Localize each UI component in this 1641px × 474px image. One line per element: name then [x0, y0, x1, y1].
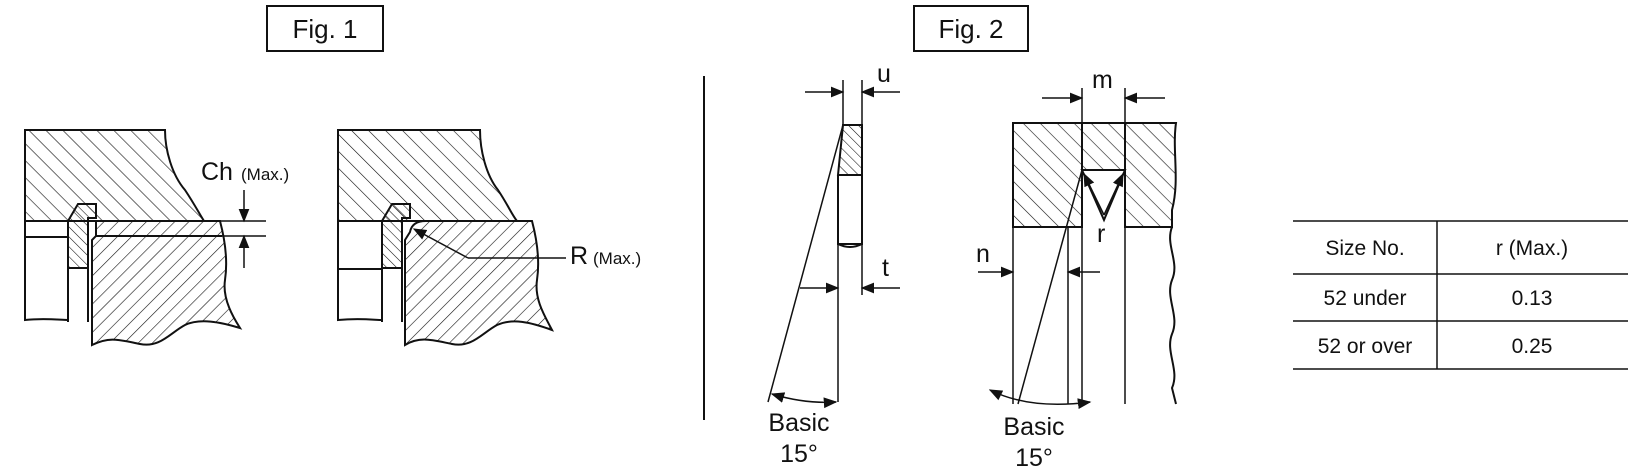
fig1-r-label: R: [570, 242, 588, 270]
fig2-u-dimension: [805, 80, 900, 125]
fig1-r-note: (Max.): [593, 249, 641, 268]
fig2-groove-section: [1012, 122, 1178, 405]
fig2-t-dimension: [800, 244, 900, 295]
fig2-angle-right-value: 15°: [1015, 444, 1053, 469]
fig2-angle-left: [770, 392, 838, 409]
fig1-ch-dimension: [210, 190, 266, 268]
fig2-t-label: t: [882, 254, 889, 282]
fig1: Fig. 1 Ch (Max.): [24, 5, 641, 347]
fig2-m-label: m: [1092, 66, 1113, 94]
fig2-m-dimension: [1042, 88, 1165, 123]
fig2-angle-right-word: Basic: [1003, 413, 1064, 441]
fig1-radius-detail: [337, 129, 555, 347]
table-cell-r-row2: 0.25: [1512, 335, 1553, 358]
fig2-angle-left-word: Basic: [768, 409, 829, 437]
fig1-ch-note: (Max.): [241, 165, 289, 184]
fig2-r-label: r: [1097, 220, 1105, 248]
fig2: Fig. 2 u t Basic 15°: [767, 5, 1178, 472]
fig1-chamfer-detail: [24, 129, 243, 347]
fig2-angle-right: [988, 389, 1092, 409]
fig2-title: Fig. 2: [938, 14, 1003, 44]
fig2-angle-left-value: 15°: [780, 440, 818, 468]
fig1-title: Fig. 1: [292, 14, 357, 44]
fig2-u-label: u: [877, 60, 891, 88]
table-cell-r-row1: 0.13: [1512, 287, 1553, 310]
fig2-ring-section: [767, 124, 863, 403]
fig2-title-box: Fig. 2: [913, 5, 1029, 52]
fig2-r-arrows: [1083, 172, 1124, 216]
fig2-n-label: n: [976, 240, 990, 268]
table-header-size: Size No.: [1325, 237, 1404, 260]
table-header-r: r (Max.): [1496, 237, 1568, 260]
r-max-table: Size No. r (Max.) 52 under 0.13 52 or ov…: [1293, 220, 1628, 370]
table-cell-size-row2: 52 or over: [1318, 335, 1413, 358]
table-cell-size-row1: 52 under: [1324, 287, 1407, 310]
fig1-title-box: Fig. 1: [266, 5, 384, 52]
fig1-r-leader: [412, 228, 566, 259]
fig1-ch-label: Ch: [201, 158, 233, 186]
